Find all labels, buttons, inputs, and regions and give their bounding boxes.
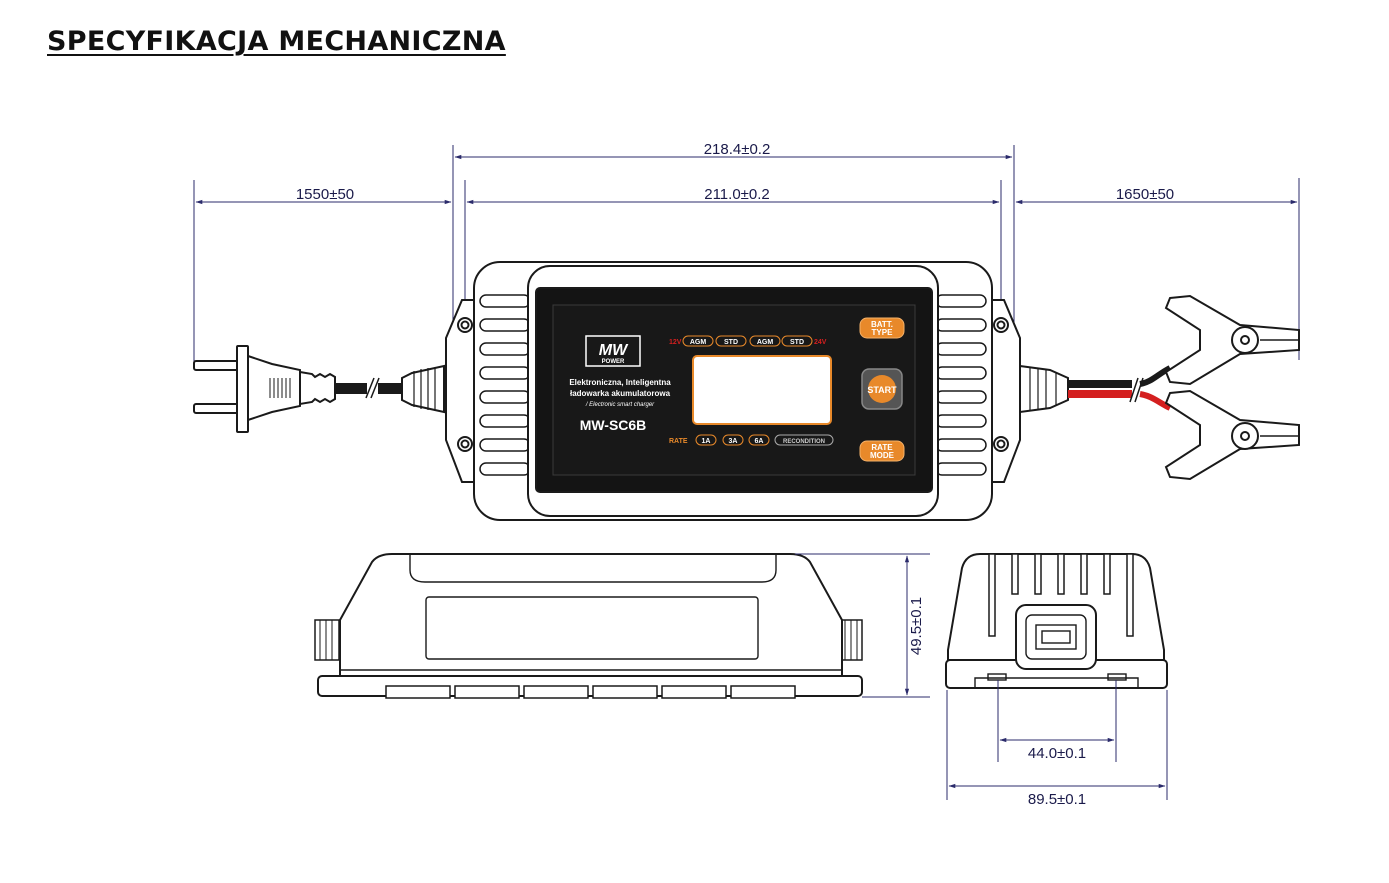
dc-cable: [1019, 364, 1172, 414]
svg-text:TYPE: TYPE: [872, 328, 894, 337]
dim-mount-spacing: 44.0±0.1: [1028, 745, 1086, 762]
dimension-lines-side: [795, 553, 930, 698]
rate-mode-button[interactable]: RATE MODE: [859, 440, 905, 462]
dimension-lines-top: [193, 145, 1300, 365]
svg-text:RATE: RATE: [871, 443, 893, 452]
svg-text:1A: 1A: [702, 438, 711, 445]
start-button[interactable]: START: [861, 368, 903, 410]
batt-type-button[interactable]: BATT. TYPE: [859, 317, 905, 339]
svg-text:AGM: AGM: [757, 339, 774, 346]
battery-clamp-top: [1164, 294, 1300, 386]
control-panel: MW POWER Elektroniczna, Inteligentna ład…: [569, 317, 905, 462]
svg-text:STD: STD: [724, 339, 738, 346]
charger-side-view: [314, 553, 863, 699]
svg-text:3A: 3A: [729, 438, 738, 445]
svg-text:POWER: POWER: [602, 359, 625, 365]
mw-power-logo: MW POWER: [585, 335, 641, 367]
page-title: SPECYFIKACJA MECHANICZNA: [47, 26, 506, 57]
svg-text:BATT.: BATT.: [871, 320, 893, 329]
panel-desc-line3: / Electronic smart charger: [585, 402, 655, 408]
dim-ac-cable: 1550±50: [296, 186, 354, 203]
rate-indicators: RATE 1A 3A 6A RECONDITION: [669, 434, 834, 446]
svg-text:24V: 24V: [814, 339, 827, 346]
charger-end-view: [945, 553, 1168, 689]
dim-body-width: 211.0±0.2: [704, 186, 770, 203]
dimension-lines-end: [946, 680, 1168, 800]
svg-text:STD: STD: [790, 339, 804, 346]
dim-overall-width: 218.4±0.2: [704, 141, 771, 158]
dim-height: 49.5±0.1: [908, 597, 925, 655]
svg-text:START: START: [867, 385, 897, 395]
svg-text:MW: MW: [599, 342, 629, 359]
svg-text:MODE: MODE: [870, 451, 895, 460]
ac-plug: [193, 345, 336, 433]
svg-text:AGM: AGM: [690, 339, 707, 346]
battery-type-indicators: 12V AGM STD AGM STD 24V: [669, 335, 827, 347]
battery-clamp-bottom: [1164, 389, 1300, 481]
panel-desc-line2: ładowarka akumulatorowa: [570, 389, 671, 398]
svg-text:6A: 6A: [755, 438, 764, 445]
model-name: MW-SC6B: [580, 417, 647, 433]
ac-cable: [335, 364, 445, 414]
svg-text:RATE: RATE: [669, 438, 688, 445]
lcd-display: [692, 355, 832, 425]
panel-desc-line1: Elektroniczna, Inteligentna: [569, 378, 671, 387]
dim-dc-cable: 1650±50: [1116, 186, 1174, 203]
dim-depth: 89.5±0.1: [1028, 791, 1086, 808]
svg-text:12V: 12V: [669, 339, 682, 346]
svg-text:RECONDITION: RECONDITION: [783, 439, 825, 445]
